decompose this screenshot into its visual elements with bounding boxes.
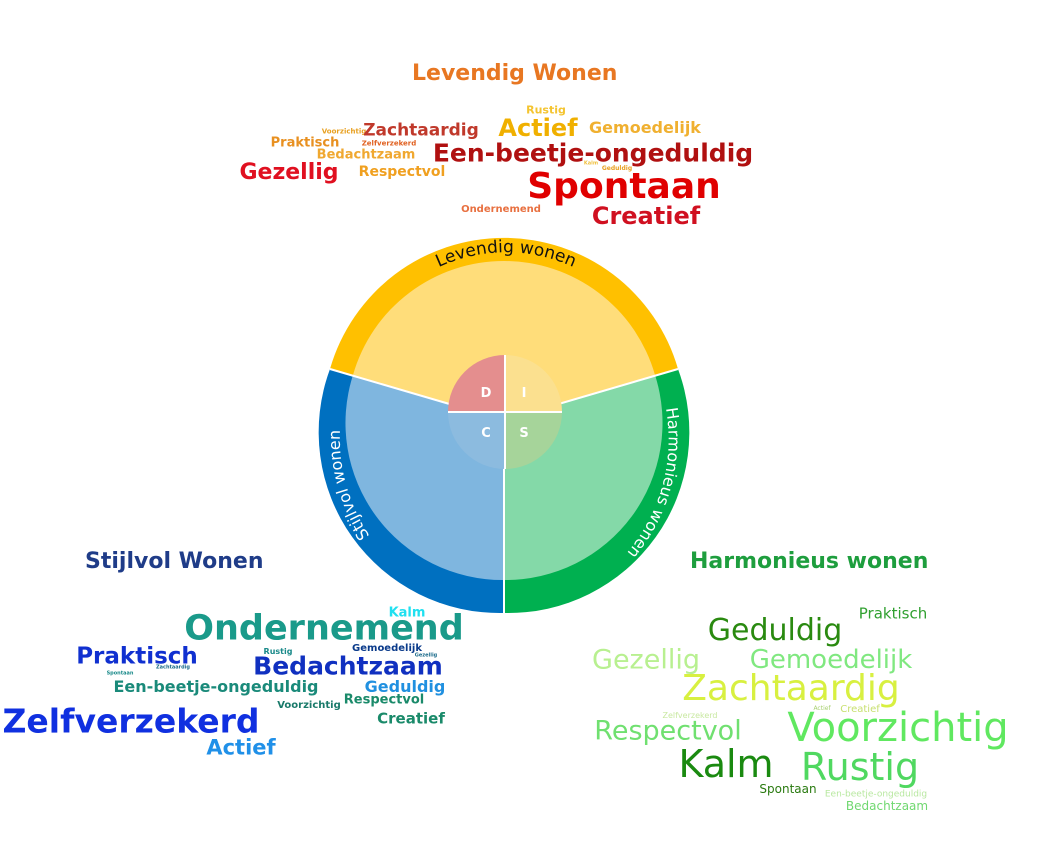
word-cloud-levendig-word: Een-beetje-ongeduldig <box>432 138 754 168</box>
word-cloud-levendig-word: Bedachtzaam <box>316 147 416 163</box>
word-cloud-levendig-word: Creatief <box>591 202 701 230</box>
quadrant-d-label: D <box>481 386 492 401</box>
word-cloud-harmonieus-word: Bedachtzaam <box>845 799 929 813</box>
word-cloud-levendig-word: Geduldig <box>601 165 633 172</box>
word-cloud-harmonieus-word: Zachtaardig <box>682 668 900 709</box>
word-cloud-stijlvol-word: Gezellig <box>414 652 438 659</box>
word-cloud-stijlvol-word: Voorzichtig <box>277 700 341 711</box>
word-cloud-harmonieus-word: Rustig <box>800 745 920 789</box>
word-cloud-levendig-word: Voorzichtig <box>321 127 367 136</box>
word-cloud-harmonieus-word: Zelfverzekerd <box>662 711 718 720</box>
word-cloud-harmonieus-word: Gemoedelijk <box>749 645 913 675</box>
word-cloud-harmonieus-word: Respectvol <box>594 715 742 747</box>
word-cloud-levendig-word: Actief <box>498 114 578 142</box>
word-cloud-levendig-word: Respectvol <box>358 164 446 180</box>
word-cloud-levendig-word: Zachtaardig <box>363 120 479 141</box>
quadrant-d <box>448 355 505 412</box>
heading-stijlvol-wonen: Stijlvol Wonen <box>85 549 264 574</box>
quadrant-s-label: S <box>519 426 528 441</box>
word-cloud-harmonieus-word: Creatief <box>840 704 880 715</box>
word-cloud-stijlvol-word: Respectvol <box>343 692 425 708</box>
word-cloud-stijlvol-word: Actief <box>206 735 276 760</box>
word-cloud-stijlvol-word: Rustig <box>263 647 293 656</box>
quadrant-s <box>505 412 562 469</box>
word-cloud-stijlvol-word: Kalm <box>388 605 426 621</box>
inner-segment-levendig <box>353 260 655 420</box>
word-cloud-stijlvol-word: Geduldig <box>364 677 446 696</box>
quadrant-c <box>448 412 505 469</box>
word-cloud-harmonieus-word: Kalm <box>678 742 774 786</box>
word-cloud-stijlvol-word: Praktisch <box>76 643 198 670</box>
word-cloud-stijlvol-word: Zelfverzekerd <box>2 701 260 741</box>
word-cloud-stijlvol-word: Ondernemend <box>184 608 464 649</box>
word-cloud-stijlvol-word: Bedachtzaam <box>253 651 443 681</box>
word-cloud-harmonieus-word: Actief <box>813 705 831 712</box>
word-cloud-levendig-word: Gemoedelijk <box>589 118 701 137</box>
quadrant-i-label: I <box>522 386 527 401</box>
word-cloud-harmonieus-word: Praktisch <box>858 604 928 623</box>
word-cloud-levendig-word: Rustig <box>526 103 566 117</box>
word-cloud-harmonieus-word: Voorzichtig <box>787 705 1009 751</box>
word-cloud-levendig-word: Spontaan <box>527 166 721 207</box>
word-cloud-levendig-word: Praktisch <box>270 135 340 151</box>
word-cloud-harmonieus-word: Een-beetje-ongeduldig <box>824 789 928 800</box>
word-cloud-stijlvol-word: Spontaan <box>106 670 134 677</box>
word-cloud-harmonieus-word: Gezellig <box>592 644 700 676</box>
heading-levendig-wonen: Levendig Wonen <box>412 61 618 86</box>
heading-harmonieus-wonen: Harmonieus wonen <box>690 549 929 574</box>
word-cloud-levendig-word: Kalm <box>583 160 599 167</box>
quadrant-c-label: C <box>481 426 491 441</box>
word-cloud-levendig-word: Zelfverzekerd <box>361 139 417 148</box>
word-cloud-harmonieus-word: Spontaan <box>759 782 817 796</box>
quadrant-i <box>505 355 562 412</box>
word-cloud-stijlvol-word: Creatief <box>377 709 445 728</box>
word-cloud-harmonieus-word: Geduldig <box>707 613 843 648</box>
word-cloud-levendig-word: Gezellig <box>239 160 339 185</box>
word-cloud-stijlvol-word: Een-beetje-ongeduldig <box>113 677 319 696</box>
word-cloud-stijlvol-word: Zachtaardig <box>156 664 190 671</box>
word-cloud-levendig-word: Ondernemend <box>461 204 541 215</box>
word-cloud-stijlvol-word: Gemoedelijk <box>352 643 422 654</box>
